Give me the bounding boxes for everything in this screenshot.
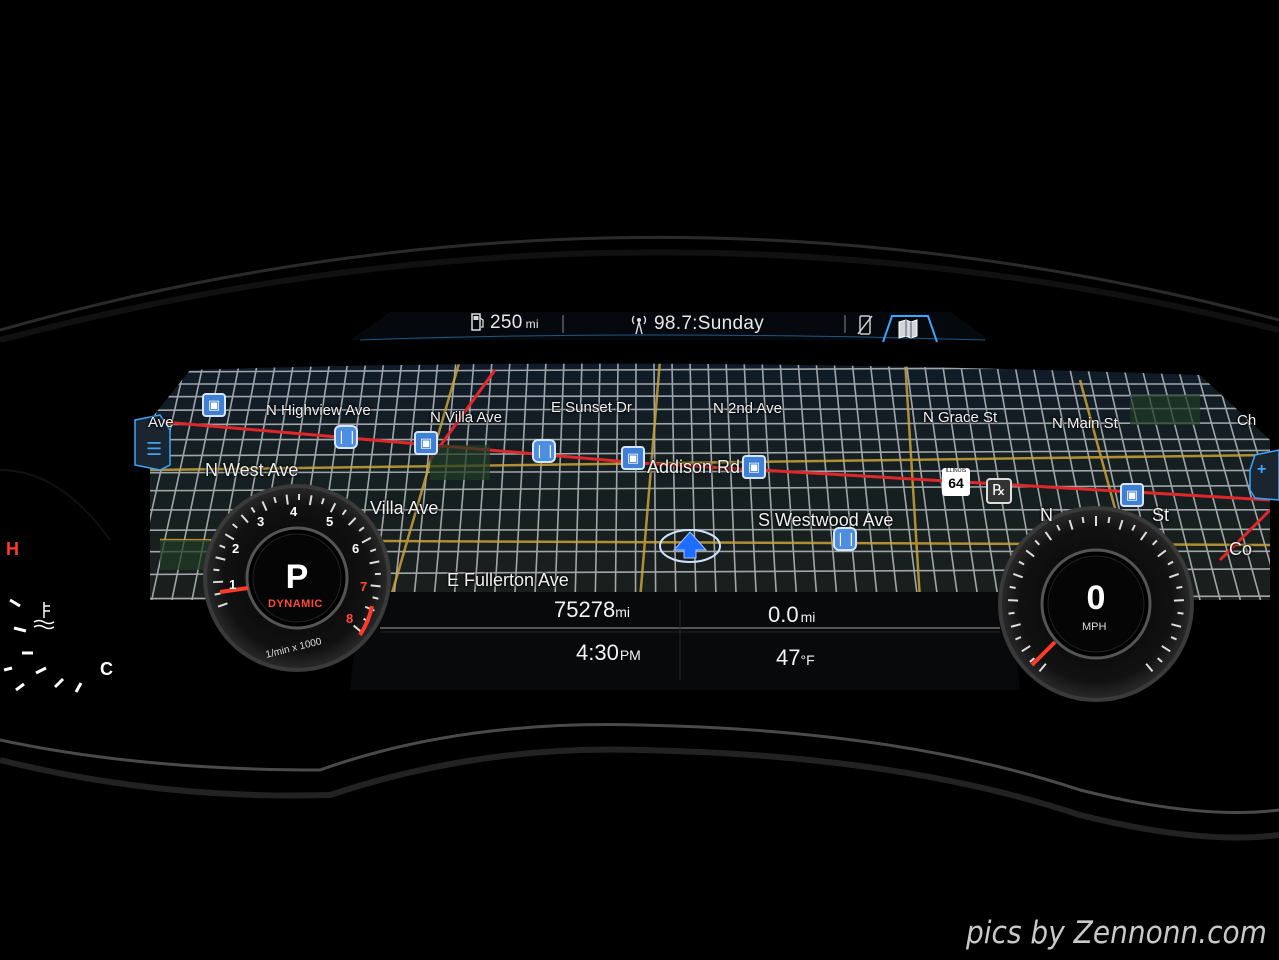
speed-unit: MPH [1082,621,1107,633]
temp-cold-label: C [100,659,113,679]
radio-antenna-icon [629,312,649,336]
tach-tick-label: 8 [346,611,354,626]
street-label: N [1040,505,1053,525]
street-label: E Sunset Dr [551,399,632,416]
clock: 4:30PM [576,640,641,666]
phone-muted-icon[interactable] [857,314,873,336]
street-label: E Fullerton Ave [447,570,569,590]
temp-unit: °F [800,652,815,668]
clock-value: 4:30 [576,640,619,665]
fuel-station-icon[interactable]: ▣ [742,455,766,479]
radio-station: 98.7:Sunday [654,313,764,334]
street-label: Ch [1237,412,1257,429]
tach-tick-label: 3 [257,514,265,529]
menu-icon[interactable]: ☰ [146,439,163,459]
coolant-icon [33,602,55,630]
fuel-station-icon[interactable]: ▣ [202,393,226,417]
restaurant-icon[interactable]: ❘❘ [532,439,556,463]
odometer: 75278mi [554,597,630,623]
fuel-range-value: 250 [490,312,523,333]
fuel-station-icon[interactable]: ▣ [414,431,438,455]
street-label: St [1152,505,1170,525]
speed-value: 0 [1086,579,1106,617]
street-label: Villa Ave [370,498,439,518]
pharmacy-icon[interactable]: ℞ [986,478,1012,504]
plus-icon[interactable]: + [1257,461,1267,478]
street-label: S Westwood Ave [758,510,894,530]
restaurant-icon[interactable]: ❘❘ [334,425,358,449]
tach-tick-label: 6 [352,541,360,556]
tach-tick-label: 1 [229,577,237,592]
clock-unit: PM [619,647,641,663]
temp-hot-label: H [6,539,19,559]
outside-temperature: 47°F [776,645,815,671]
trip-value: 0.0 [768,602,799,627]
tach-tick-label: 4 [290,504,298,519]
restaurant-icon[interactable]: ❘❘ [833,527,857,551]
trip-unit: mi [800,609,816,625]
odometer-value: 75278 [554,597,616,622]
gear-indicator: P [285,558,309,596]
fuel-range-unit: mi [525,317,539,331]
tach-tick-label: 5 [326,514,334,529]
street-label: N 2nd Ave [713,400,782,417]
fuel-station-icon[interactable]: ▣ [621,446,645,470]
street-label: N Highview Ave [266,402,371,419]
tach-tick-label: 7 [360,579,368,594]
watermark: pics by Zennonn.com [966,914,1267,951]
street-label: Ave [148,414,174,431]
odometer-unit: mi [615,604,630,620]
route-shield-icon: ILLINOIS 64 [942,468,970,496]
fuel-station-icon[interactable]: ▣ [1120,483,1144,507]
map-book-icon[interactable] [897,318,919,340]
street-label: Co [1229,539,1253,559]
street-label: Addison Rd [647,457,741,477]
tach-tick-label: 2 [232,541,240,556]
street-label: N Main St [1052,415,1118,432]
street-label: N Grace St [923,409,998,426]
street-label: N West Ave [205,460,299,480]
route-shield-label: ILLINOIS [945,468,967,474]
drive-mode: DYNAMIC [268,598,323,610]
fuel-pump-icon [470,312,486,332]
route-shield-number: 64 [948,475,964,491]
street-label: N Villa Ave [430,409,502,426]
temp-value: 47 [776,645,801,670]
